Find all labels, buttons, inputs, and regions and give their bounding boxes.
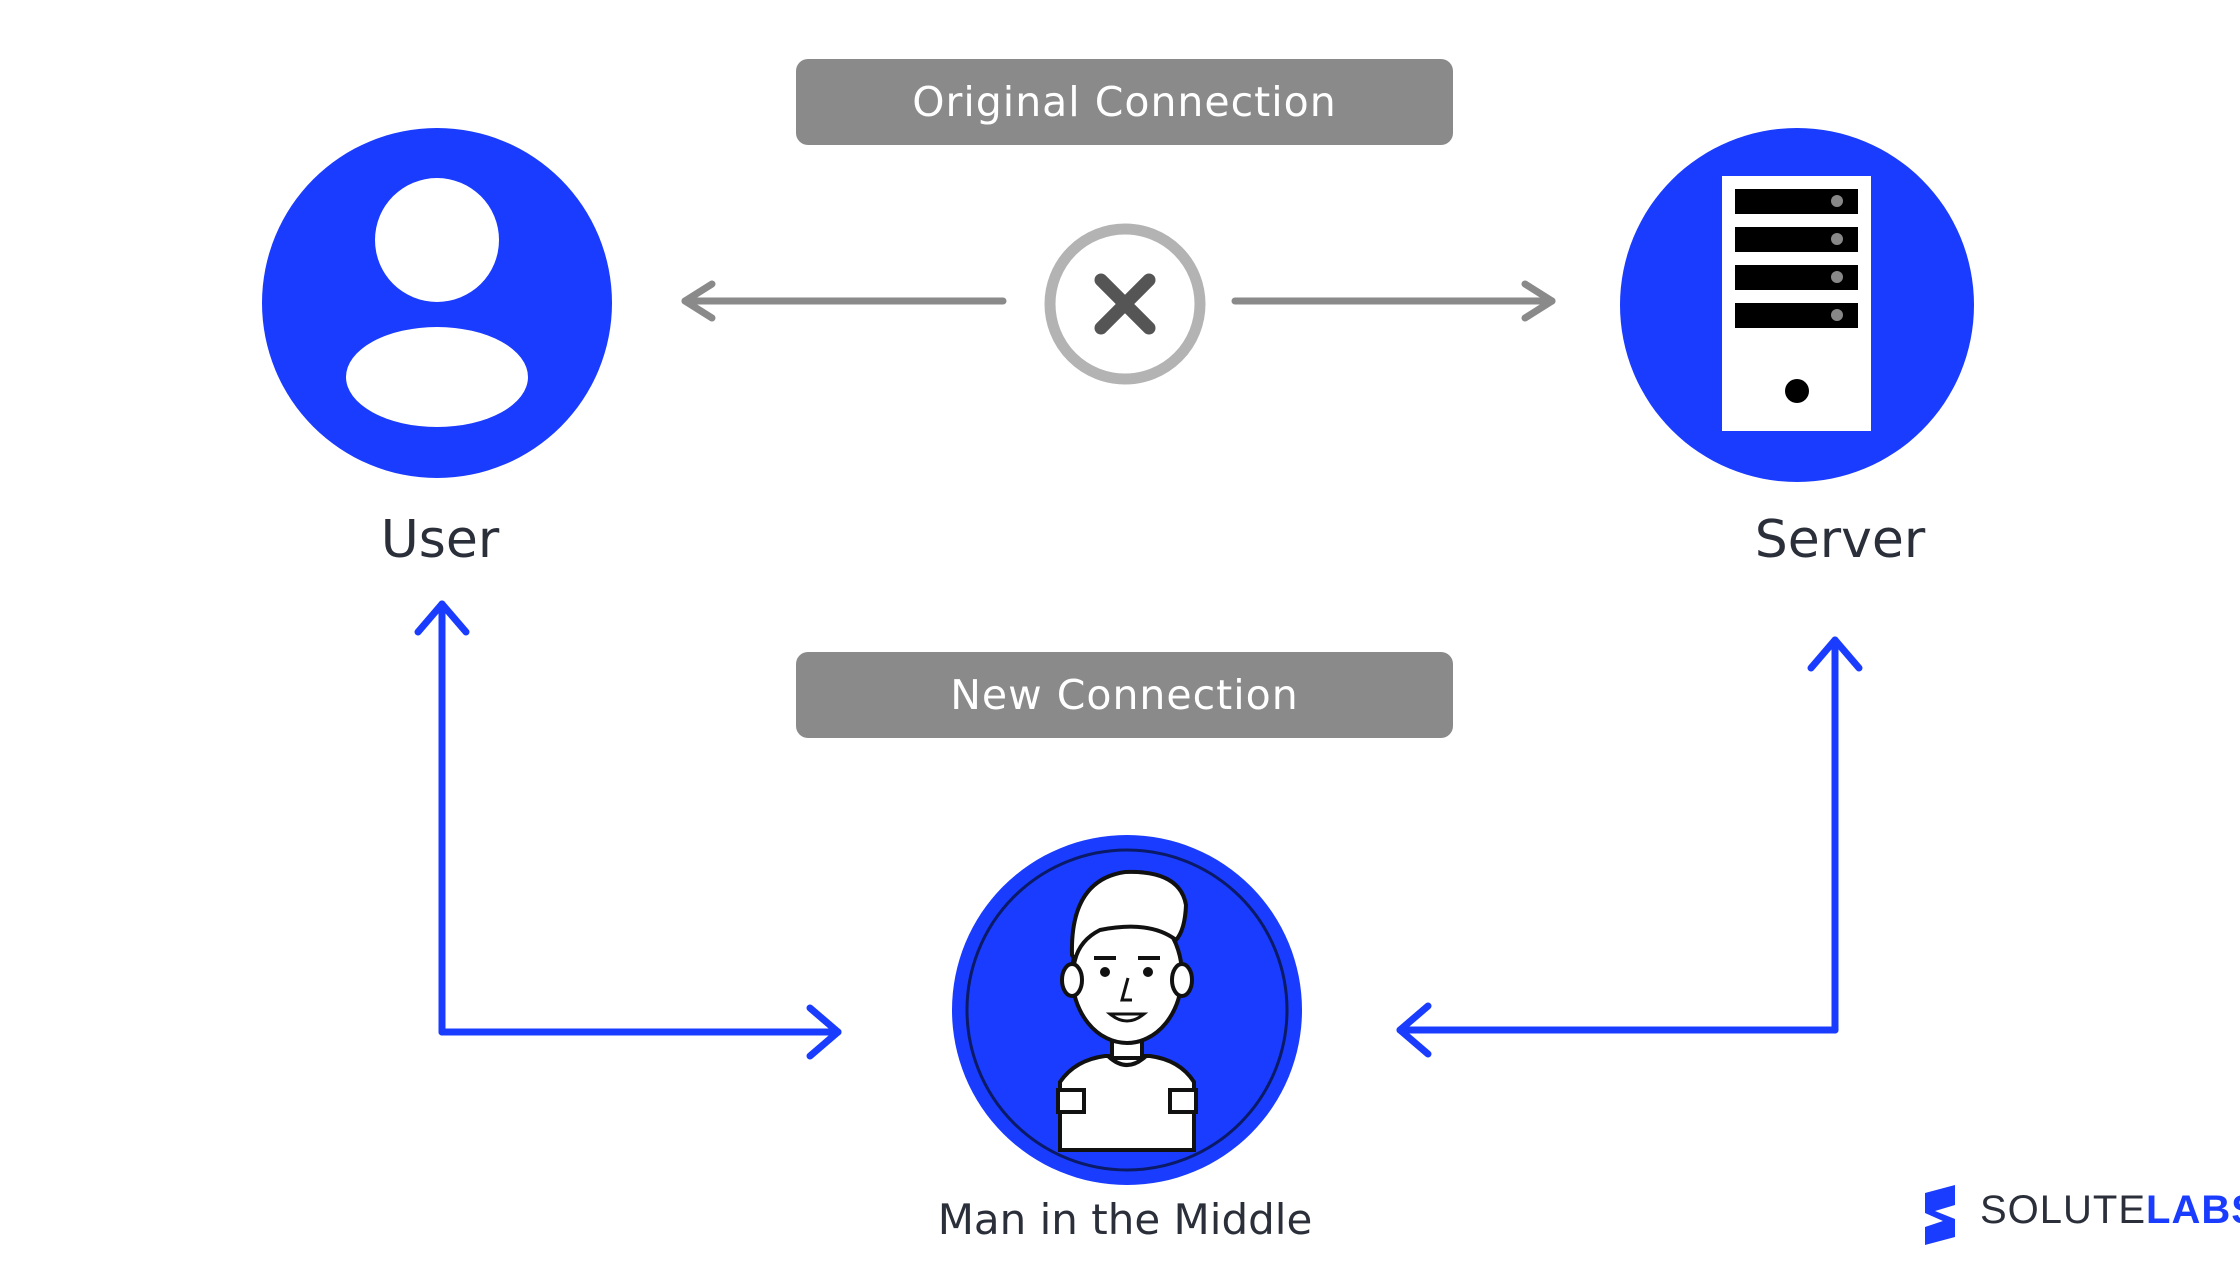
mitm-to-user-head xyxy=(414,600,470,636)
original-connection-label: Original Connection xyxy=(796,59,1453,145)
brand-name-light: SOLUTE xyxy=(1980,1187,2147,1232)
man-in-the-middle-icon xyxy=(952,835,1302,1185)
server-label: Server xyxy=(1754,510,1926,570)
brand-name-bold: LABS xyxy=(2146,1187,2240,1232)
solutelabs-logo-icon xyxy=(1925,1185,1955,1245)
arrow-to-user-head xyxy=(681,280,716,322)
x-circle-icon xyxy=(1044,223,1206,385)
user-to-mitm-head xyxy=(806,1004,842,1060)
brand-name: SOLUTELABS xyxy=(1980,1188,2240,1233)
new-connection-label: New Connection xyxy=(796,652,1453,738)
user-icon xyxy=(262,128,612,478)
man-in-the-middle-label: Man in the Middle xyxy=(937,1195,1313,1244)
arrow-to-server-head xyxy=(1521,280,1556,322)
server-to-mitm-head xyxy=(1396,1002,1432,1058)
original-connection-arrows xyxy=(681,280,1556,322)
user-label: User xyxy=(380,510,500,570)
brand-logo: SOLUTELABS xyxy=(1968,1180,2240,1240)
server-icon xyxy=(1620,128,1974,482)
new-connection-arrows xyxy=(414,600,1863,1060)
mitm-to-server-head xyxy=(1807,636,1863,672)
